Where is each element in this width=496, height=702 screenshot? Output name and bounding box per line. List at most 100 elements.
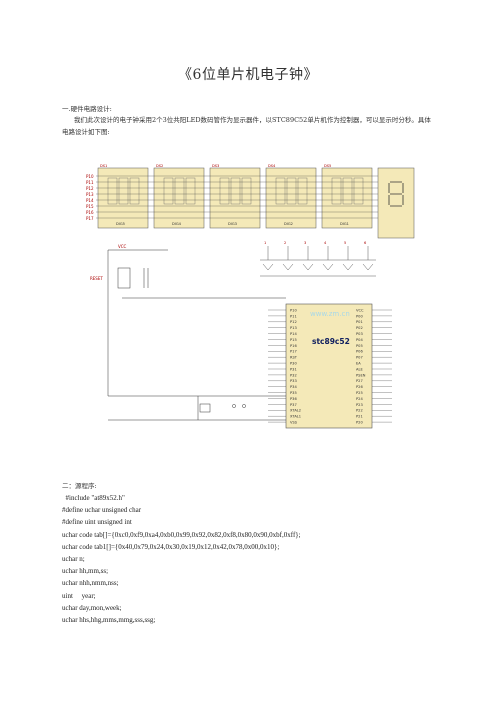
chip-pin-label: VCC	[356, 308, 364, 312]
chip-pin-label: P36	[290, 397, 297, 401]
chip-pin-label: XTAL2	[290, 409, 301, 413]
display-block	[321, 167, 373, 229]
svg-text:P10: P10	[86, 174, 94, 179]
chip-pin-label: P15	[290, 338, 297, 342]
svg-text:3: 3	[304, 241, 306, 245]
svg-text:P17: P17	[86, 216, 94, 221]
code-line: #include "at89x52.h"	[62, 494, 125, 502]
chip-pin-label: PSEN	[356, 373, 366, 377]
display-bottom-label: DIG5	[116, 222, 125, 226]
chip-pin-label: P12	[290, 320, 297, 324]
display-bottom-label: DIG1	[340, 222, 349, 226]
display-bottom-label: DIG2	[284, 222, 293, 226]
svg-text:2: 2	[284, 241, 286, 245]
svg-text:P12: P12	[86, 186, 94, 191]
code-line: uchar nhh,nmm,nss;	[62, 579, 119, 588]
code-line: uint year;	[62, 591, 96, 600]
document-title: 《6位单片机电子钟》	[178, 67, 318, 83]
chip-pin-label: P24	[356, 397, 363, 401]
chip-pin-label: P04	[356, 338, 363, 342]
chip-pin-label: XTAL1	[290, 415, 301, 419]
chip-pin-label: P02	[356, 326, 363, 330]
display-label: DS2	[156, 164, 163, 168]
hardware-paragraph: 我们此次设计的电子钟采用2个3位共阳LED数码管作为显示器件，以STC89C52…	[62, 116, 431, 136]
source-code-block: #include "at89x52.h" #define uchar unsign…	[62, 492, 301, 626]
chip-pin-label: P03	[356, 332, 363, 336]
svg-text:6: 6	[364, 241, 367, 245]
digit-outline	[297, 177, 308, 205]
chip-pin-label: VSS	[290, 421, 298, 425]
section-heading-hardware: 一.硬件电路设计:	[62, 105, 112, 113]
svg-text:P15: P15	[86, 204, 94, 209]
chip-pin-label: P23	[356, 403, 363, 407]
reset-label: RESET	[90, 276, 103, 281]
chip-pin-label: P14	[290, 332, 297, 336]
chip-label: stc89c52	[312, 337, 350, 346]
chip-pin-label: P16	[290, 344, 297, 348]
chip-pin-label: ALE	[356, 367, 363, 371]
digit-outline	[353, 177, 364, 205]
display-label: DS3	[212, 164, 219, 168]
chip-pin-label: P35	[290, 391, 297, 395]
display-label: DS1	[100, 164, 107, 168]
svg-text:P13: P13	[86, 192, 94, 197]
digit-outline	[219, 177, 230, 205]
chip-pin-label: P33	[290, 379, 297, 383]
display-block	[153, 167, 205, 229]
chip-pin-label: P37	[290, 403, 297, 407]
chip-pin-label: P27	[356, 379, 363, 383]
digit-outline	[342, 177, 353, 205]
chip-pin-label: RST	[290, 356, 298, 360]
svg-text:4: 4	[324, 241, 327, 245]
digit-outline	[129, 177, 140, 205]
digit-outline	[118, 177, 129, 205]
code-line: uchar code tab1[]={0x40,0x79,0x24,0x30,0…	[62, 542, 280, 551]
vcc-label: VCC	[118, 244, 127, 249]
chip-pin-label: P11	[290, 314, 297, 318]
svg-text:P11: P11	[86, 180, 94, 185]
display-label: DS5	[324, 164, 331, 168]
section-heading-source: 二：源程序:	[62, 482, 97, 490]
code-line: uchar code tab[]={0xc0,0xf9,0xa4,0xb0,0x…	[62, 530, 301, 539]
watermark: www.zm.cn	[310, 310, 350, 318]
svg-text:P16: P16	[86, 210, 94, 215]
chip-pin-label: P20	[356, 421, 363, 425]
display-block	[209, 167, 261, 229]
chip-pin-label: P07	[356, 356, 363, 360]
chip-pin-label: P30	[290, 362, 297, 366]
display-block	[265, 167, 317, 229]
chip-pin-label: P05	[356, 344, 363, 348]
chip-pin-label: P17	[290, 350, 297, 354]
digit-outline	[163, 177, 174, 205]
code-line: uchar day,mon,week;	[62, 603, 122, 612]
chip-pin-label: P34	[290, 385, 297, 389]
digit-outline	[174, 177, 185, 205]
chip-pin-label: EA	[356, 362, 361, 366]
digit-outline	[286, 177, 297, 205]
svg-text:5: 5	[344, 241, 346, 245]
chip-pin-label: P13	[290, 326, 297, 330]
chip-pin-label: P01	[356, 320, 363, 324]
digit-outline	[107, 177, 118, 205]
chip-pin-label: P32	[290, 373, 297, 377]
display-bottom-label: DIG3	[228, 222, 237, 226]
code-line: uchar n;	[62, 555, 85, 564]
display-bottom-label: DIG4	[172, 222, 182, 226]
code-line: #define uchar unsigned char	[62, 506, 142, 515]
digit-outline	[275, 177, 286, 205]
svg-text:1: 1	[264, 241, 266, 245]
chip-pin-label: P22	[356, 409, 363, 413]
chip-pin-label: P00	[356, 314, 363, 318]
digit-outline	[241, 177, 252, 205]
chip-pin-label: P26	[356, 385, 363, 389]
digit-outline	[230, 177, 241, 205]
chip-pin-label: P25	[356, 391, 363, 395]
chip-pin-label: P06	[356, 350, 363, 354]
display-block	[97, 167, 149, 229]
svg-text:P14: P14	[86, 198, 94, 203]
code-line: #define uint unsigned int	[62, 518, 132, 527]
chip-pin-label: P10	[290, 308, 297, 312]
code-line: uchar hh,mm,ss;	[62, 567, 109, 576]
